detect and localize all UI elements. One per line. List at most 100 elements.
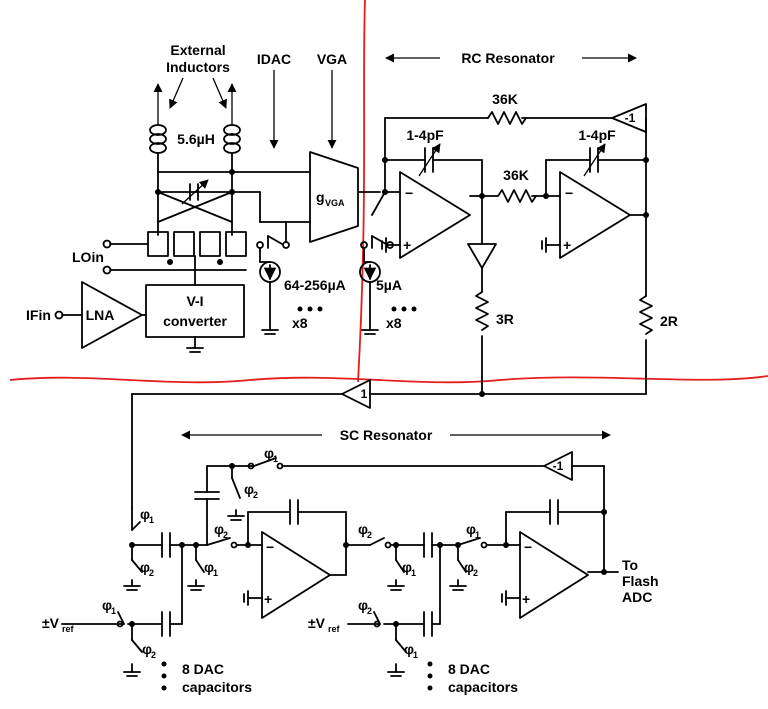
current-range-1: 64-256µA [284,277,346,293]
svg-text:1: 1 [273,454,278,464]
inductor-value-label: 5.6µH [177,131,215,147]
red-divider-lines [9,0,768,384]
vi-converter-label-1: V-I [186,293,203,309]
opamp1-minus: − [405,185,413,201]
sc-input-switches [123,507,249,591]
svg-text:1: 1 [475,530,480,540]
dac-caps-1-line2: capacitors [182,679,252,695]
svg-text:2: 2 [223,530,228,540]
gvga-label: g [316,189,325,205]
svg-text:φ: φ [244,481,254,497]
svg-text:1: 1 [411,568,416,578]
svg-text:1: 1 [149,515,154,525]
to-flash-line1: To [622,557,638,573]
to-flash-line2: Flash [622,573,659,589]
svg-text:External: External [170,42,225,58]
phi2-label-dac1: φ 2 [142,641,156,660]
svg-text:2: 2 [473,568,478,578]
neg-one-top-label: -1 [625,111,636,125]
svg-text:ref: ref [328,624,341,634]
dac-dots-2 [427,661,433,691]
vi-converter-block [145,284,245,353]
sc-feedback-path [194,451,605,573]
ellipsis-dots-a [297,306,323,312]
inductor-left [149,83,167,236]
cap-right-label: 1-4pF [578,127,616,143]
opamp2-minus: − [565,185,573,201]
opamp1-plus: + [403,237,411,253]
svg-text:φ: φ [140,559,150,575]
opamp2-plus: + [563,237,571,253]
ellipsis-dots-b [391,306,417,312]
dac-caps-2-line2: capacitors [448,679,518,695]
sc-opamp2-minus: − [524,539,532,555]
sc-opamp-1 [243,499,349,619]
dac-branch-2 [347,542,443,677]
vref-label-2: ±V ref [308,615,341,634]
dac-caps-1-line1: 8 DAC [182,661,224,677]
neg-one-sc-label: -1 [553,459,564,473]
phi1-label-dac2: φ 1 [404,641,418,660]
svg-text:φ: φ [204,559,214,575]
phi2-label-stage2-low: φ 2 [464,559,478,578]
idac [256,70,311,335]
res-2r [639,295,653,395]
lna-label: LNA [86,307,115,323]
sc-opamp1-plus: + [264,591,272,607]
svg-text:1: 1 [413,650,418,660]
svg-text:φ: φ [102,597,112,613]
idac-label: IDAC [257,51,291,67]
svg-text:±V: ±V [308,615,326,631]
dac-caps-2-line1: 8 DAC [448,661,490,677]
vga-label: VGA [317,51,347,67]
times8-b: x8 [386,315,402,331]
external-inductors-label: External Inductors [166,42,230,109]
svg-text:2: 2 [149,568,154,578]
dac-dots-1 [161,661,167,691]
current-range-2: 5µA [376,277,402,293]
sc-opamp1-minus: − [266,539,274,555]
inductor-right [223,83,241,236]
svg-text:Inductors: Inductors [166,59,230,75]
mixer-core [102,169,311,286]
vref-label-1: ±V ref [42,615,75,634]
sc-resonator-label: SC Resonator [340,427,433,443]
vi-converter-label-2: converter [163,313,227,329]
phi1-label-stage2-low: φ 1 [402,559,416,578]
opamp-2 [541,143,649,259]
opamp-1 [381,143,499,259]
svg-text:ref: ref [62,624,75,634]
svg-text:1: 1 [213,568,218,578]
svg-text:±V: ±V [42,615,60,631]
svg-text:φ: φ [402,559,412,575]
times8-a: x8 [292,315,308,331]
phi2-label-stage2: φ 2 [358,521,372,540]
phi2-label-left: φ 2 [140,559,154,578]
gvga-sub: VGA [325,198,345,208]
sc-stage2-switches [345,532,507,591]
rc-mid-resistor [497,189,561,203]
if-in-label: IFin [26,307,51,323]
svg-text:φ: φ [464,559,474,575]
unity-buffer-down [467,243,497,395]
svg-text:φ: φ [404,641,414,657]
res-36k-top-label: 36K [492,91,518,107]
res-2r-label: 2R [660,313,678,329]
dac-branch-1 [61,542,185,677]
svg-text:φ: φ [142,641,152,657]
phi2-label-dac2: φ 2 [358,597,372,616]
svg-text:φ: φ [358,597,368,613]
phi1-label-top: φ 1 [264,445,278,464]
svg-text:1: 1 [111,606,116,616]
svg-text:2: 2 [151,650,156,660]
cap-left-label: 1-4pF [406,127,444,143]
phi1-label-mid1: φ 1 [204,559,218,578]
res-3r-label: 3R [496,311,514,327]
phi1-label-stage2: φ 1 [466,521,480,540]
svg-text:φ: φ [264,445,274,461]
one-buffer-label: 1 [361,387,368,401]
phi2-label-mid1: φ 2 [214,521,228,540]
phi1-label-left: φ 1 [140,506,154,525]
summing-buffer [131,379,647,509]
